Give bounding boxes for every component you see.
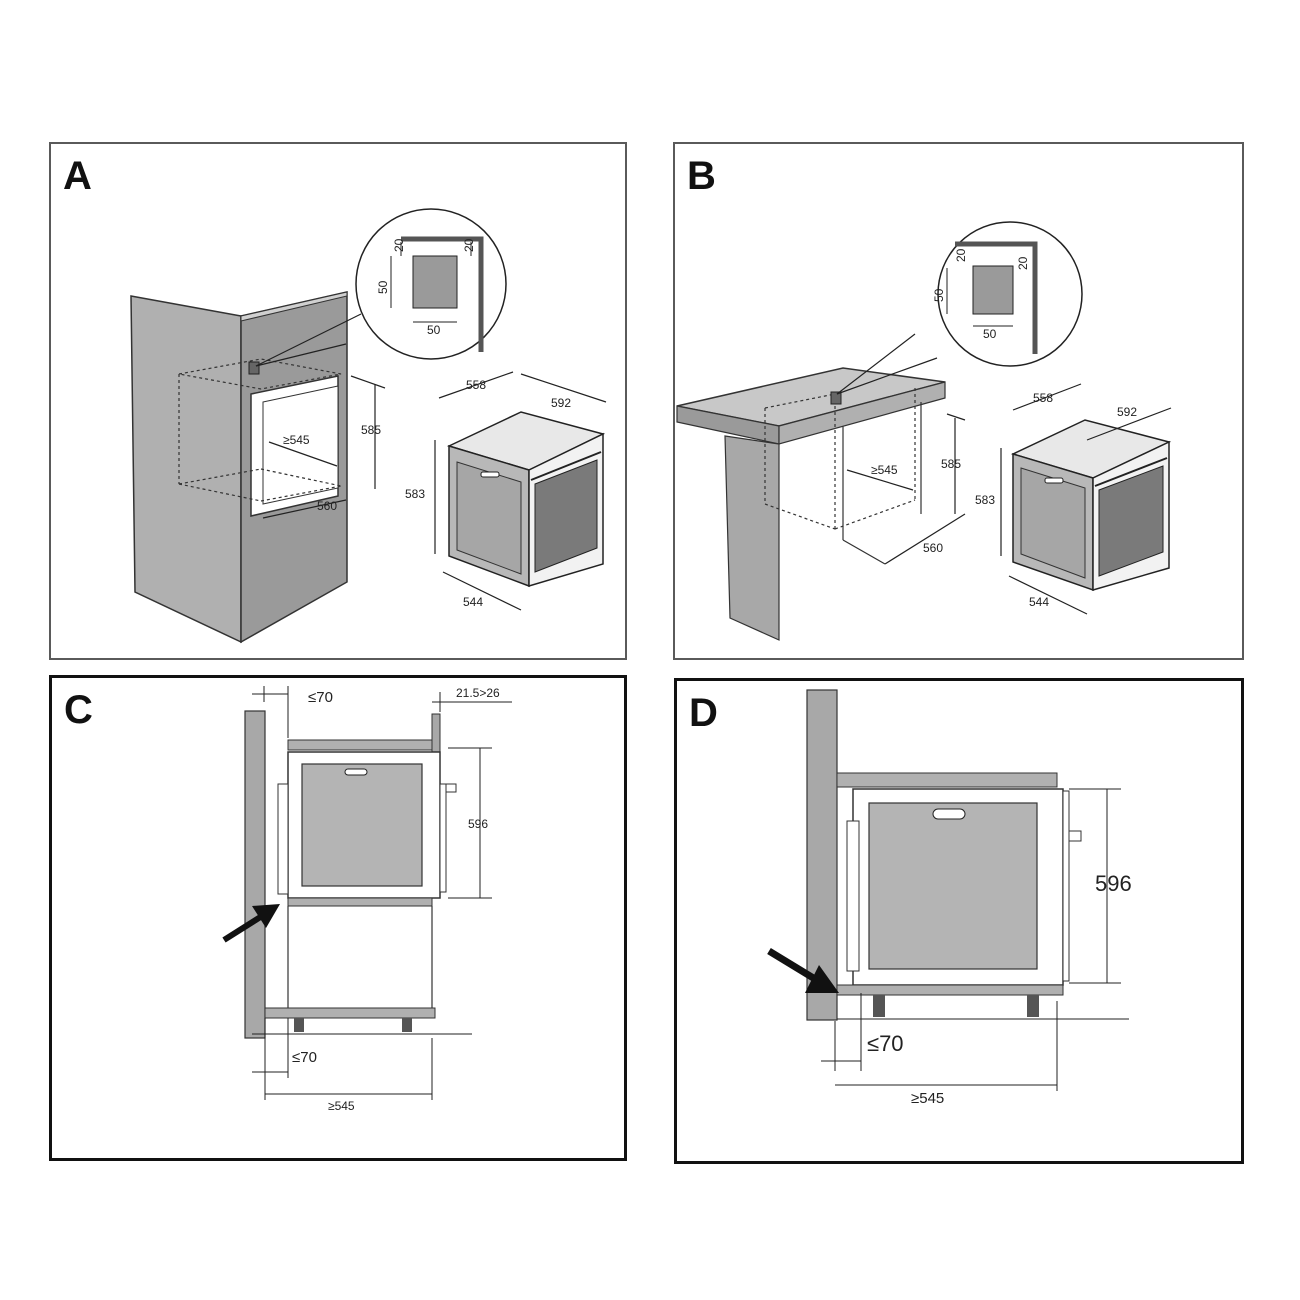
detail-cutout-height: 50 [376, 280, 390, 294]
worktop [676, 367, 946, 641]
oven-top-depth: 558 [1033, 391, 1053, 405]
cabinet-side-right [431, 713, 441, 753]
top-gap: ≤70 [308, 689, 333, 706]
panel-d-diagram: 596 ≤70 ≥545 [767, 689, 1132, 1107]
detail-callout [255, 208, 507, 367]
top-right-gap: 21.5>26 [456, 686, 500, 700]
oven-side-view [846, 788, 1082, 986]
panel-d: D 596 ≤70 ≥54 [674, 678, 1244, 1164]
niche-depth: 560 [317, 499, 337, 513]
panel-d-dimensions [821, 788, 1121, 1091]
cabinet-side-left [244, 710, 266, 1039]
panel-a: A [49, 142, 627, 660]
cabinet-mid-shelf [287, 897, 433, 907]
foot-right [1027, 995, 1039, 1017]
panel-c: C [49, 675, 627, 1161]
detail-side-width: 20 [1016, 256, 1030, 270]
panel-c-diagram: ≤70 21.5>26 596 ≤70 ≥545 [222, 686, 512, 1113]
oven-illustration [1010, 419, 1172, 592]
oven-height: 583 [405, 487, 425, 501]
oven-top-width: 592 [1117, 405, 1137, 419]
niche-outline [178, 358, 342, 502]
panel-a-diagram: 20 20 50 50 ≥545 585 560 [130, 208, 607, 644]
panel-b-label: B [687, 154, 716, 198]
oven-height: 583 [975, 493, 995, 507]
ventilation-arrow [222, 904, 280, 943]
bottom-gap: ≤70 [292, 1049, 317, 1066]
detail-side-width: 20 [462, 238, 476, 252]
niche-outline [764, 388, 916, 530]
niche-width: ≥545 [283, 433, 310, 447]
panel-c-dimensions [252, 686, 512, 1100]
niche-dimensions [262, 375, 386, 519]
detail-callout [836, 221, 1083, 395]
oven-side-view [277, 751, 457, 899]
depth-min: ≥545 [911, 1090, 944, 1107]
oven-illustration [446, 411, 606, 588]
niche-depth: 560 [923, 541, 943, 555]
bottom-gap: ≤70 [867, 1031, 904, 1056]
detail-top-height: 20 [392, 238, 406, 252]
oven-dimensions [434, 371, 607, 611]
foot-right [402, 1018, 412, 1032]
panel-d-label: D [689, 691, 718, 735]
niche-height: 585 [361, 423, 381, 437]
oven-height: 596 [468, 817, 488, 831]
panel-a-label: A [63, 154, 92, 198]
detail-cutout-height: 50 [932, 288, 946, 302]
oven-height: 596 [1095, 871, 1132, 896]
oven-top-width: 592 [551, 396, 571, 410]
vent-cutout [248, 361, 260, 375]
niche-dimensions [846, 413, 966, 565]
depth-min: ≥545 [328, 1099, 355, 1113]
ventilation-arrow [767, 948, 839, 993]
foot-left [873, 995, 885, 1017]
wall [806, 689, 838, 1021]
niche-walls [842, 402, 922, 565]
tall-cabinet [130, 291, 348, 644]
panel-c-label: C [64, 688, 93, 732]
detail-cutout-width: 50 [427, 323, 441, 337]
panel-b: B [673, 142, 1244, 660]
worktop [836, 772, 1058, 788]
oven-dimensions [1000, 383, 1172, 615]
foot-left [294, 1018, 304, 1032]
oven-bottom-width: 544 [1029, 595, 1049, 609]
detail-top-height: 20 [954, 248, 968, 262]
cabinet-top-shelf [287, 739, 433, 751]
oven-top-depth: 558 [466, 378, 486, 392]
niche-height: 585 [941, 457, 961, 471]
plinth [836, 984, 1064, 996]
panel-b-diagram: 20 20 50 50 ≥545 585 560 558 [676, 221, 1172, 641]
niche-width: ≥545 [871, 463, 898, 477]
detail-cutout-width: 50 [983, 327, 997, 341]
cabinet-bottom [264, 1007, 436, 1019]
oven-bottom-width: 544 [463, 595, 483, 609]
vent-cutout [830, 391, 842, 405]
